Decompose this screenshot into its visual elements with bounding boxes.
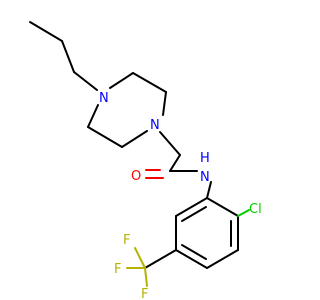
bond-ar-cf3 [144,249,177,269]
bond-ring-5 [87,126,123,148]
bond-ring-4 [121,130,148,148]
bond-propyl-1 [29,21,63,42]
bond-ar-6 [175,197,208,217]
bond-ar-1 [206,197,239,217]
bond-ring-6 [87,104,99,128]
atom-f-left: F [114,262,121,277]
bond-c-cl [237,209,250,217]
bond-ar-4 [175,249,208,269]
structure-diagram: N N O N H Cl F F F [29,21,262,300]
atom-n-ring-bottom: N [150,118,160,133]
bond-n-aryl [206,181,212,199]
atom-o-carbonyl: O [131,169,141,184]
bond-nch2 [159,131,181,156]
atom-h-amide: H [200,151,210,166]
bond-ar-6b [181,206,207,222]
bond-propyl-3 [73,71,98,91]
bond-ar-3 [206,249,239,269]
atom-n-amide: N [200,170,210,185]
bond-ring-3 [162,91,167,116]
atom-f-top: F [123,233,130,248]
atom-cl: Cl [249,202,262,217]
atom-n-ring-top: N [99,91,109,106]
bond-ring-2 [132,72,167,93]
atom-f-bottom: F [141,287,148,300]
bond-ring-1 [109,72,134,89]
bond-ch2-co [169,154,181,172]
bond-propyl-2 [61,40,75,73]
bond-c-f1 [134,247,146,269]
bond-c-f3 [144,267,148,287]
bond-ar-4b [181,244,207,260]
